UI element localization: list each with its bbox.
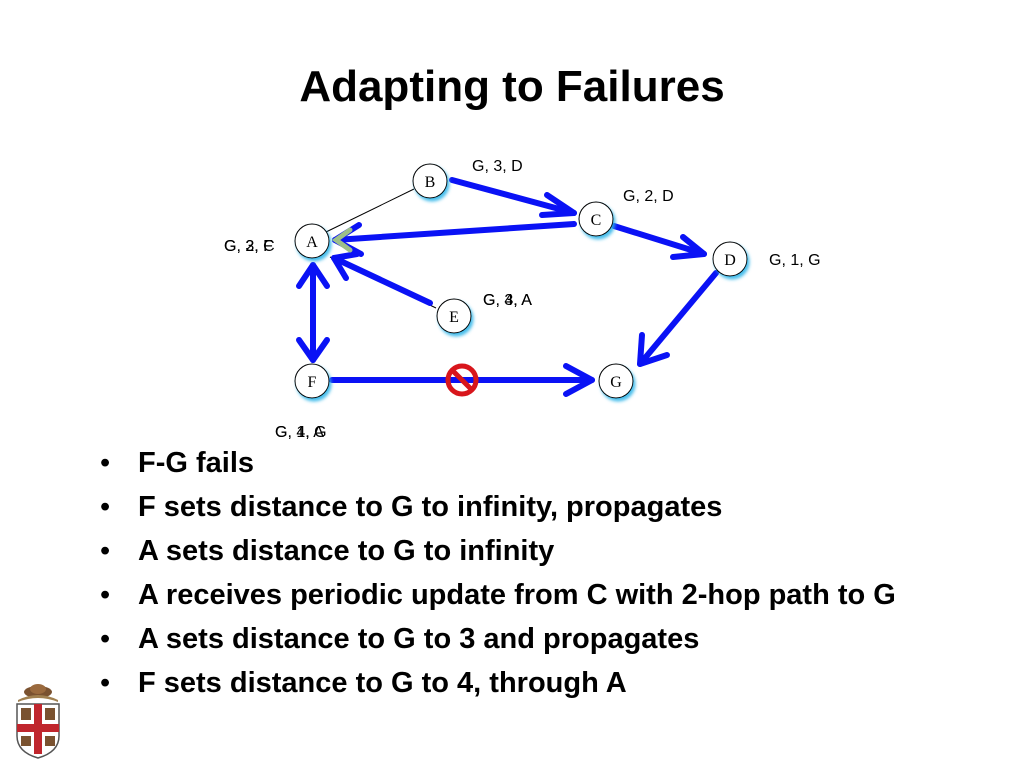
svg-text:E: E [449, 309, 459, 326]
arrow-c-to-d [611, 223, 707, 260]
route-label-a-overlap: G, 2, F G, 3, C [224, 238, 275, 255]
route-label-f-overlap: G, 1, G G, 4, A [275, 424, 327, 441]
bullet-item: •F-G fails [100, 447, 255, 479]
svg-text:F: F [308, 374, 317, 391]
arrow-c-to-a [332, 221, 577, 257]
svg-text:G, 4, A: G, 4, A [275, 424, 324, 441]
bullet-dot: • [100, 491, 111, 523]
bullet-item: •F sets distance to G to 4, through A [100, 667, 627, 699]
node-e: E [436, 298, 472, 334]
node-f: F [294, 363, 330, 399]
svg-text:G, 4, A: G, 4, A [483, 292, 532, 309]
node-g: G [598, 363, 634, 399]
svg-text:B: B [425, 174, 436, 191]
node-a: A [294, 223, 330, 259]
bullet-dot: • [100, 579, 111, 611]
svg-text:D: D [724, 252, 736, 269]
bullet-item: •A receives periodic update from C with … [100, 579, 896, 611]
brown-university-shield-icon [16, 684, 60, 759]
arrow-a-f-bidirectional [296, 262, 330, 363]
network-diagram: B C A D E F G G, 3, D G, 2, D G, 1, G G,… [224, 158, 821, 441]
route-label-d: G, 1, G [769, 252, 821, 269]
svg-text:G, 1, G: G, 1, G [275, 424, 327, 441]
route-label-e-overlap: G, 3, A G, 4, A [483, 292, 532, 309]
bullet-item: •A sets distance to G to 3 and propagate… [100, 623, 700, 655]
route-label-b: G, 3, D [472, 158, 523, 175]
bullet-item: •F sets distance to G to infinity, propa… [100, 491, 723, 523]
route-label-c: G, 2, D [623, 188, 674, 205]
bullet-dot: • [100, 535, 111, 567]
svg-text:G: G [610, 374, 622, 391]
arrow-b-to-c [449, 177, 577, 218]
svg-text:C: C [591, 212, 602, 229]
node-b: B [412, 163, 448, 199]
node-d: D [712, 241, 748, 277]
no-entry-icon [445, 363, 479, 397]
bullet-dot: • [100, 667, 111, 699]
bullet-dot: • [100, 623, 111, 655]
svg-text:G, 3, C: G, 3, C [224, 238, 275, 255]
svg-text:A: A [306, 234, 318, 251]
bullet-item: •A sets distance to G to infinity [100, 535, 555, 567]
link-a-b [325, 188, 415, 233]
arrow-residue-a [331, 227, 353, 253]
arrow-e-to-a [331, 251, 433, 306]
bullet-dot: • [100, 447, 111, 479]
svg-text:G, 2, F: G, 2, F [224, 238, 273, 255]
svg-text:G, 3, A: G, 3, A [483, 292, 532, 309]
node-c: C [578, 201, 614, 237]
arrow-d-to-g [637, 270, 719, 367]
slide-title: Adapting to Failures [299, 62, 725, 111]
bullet-list: •F-G fails •F sets distance to G to infi… [100, 446, 940, 710]
